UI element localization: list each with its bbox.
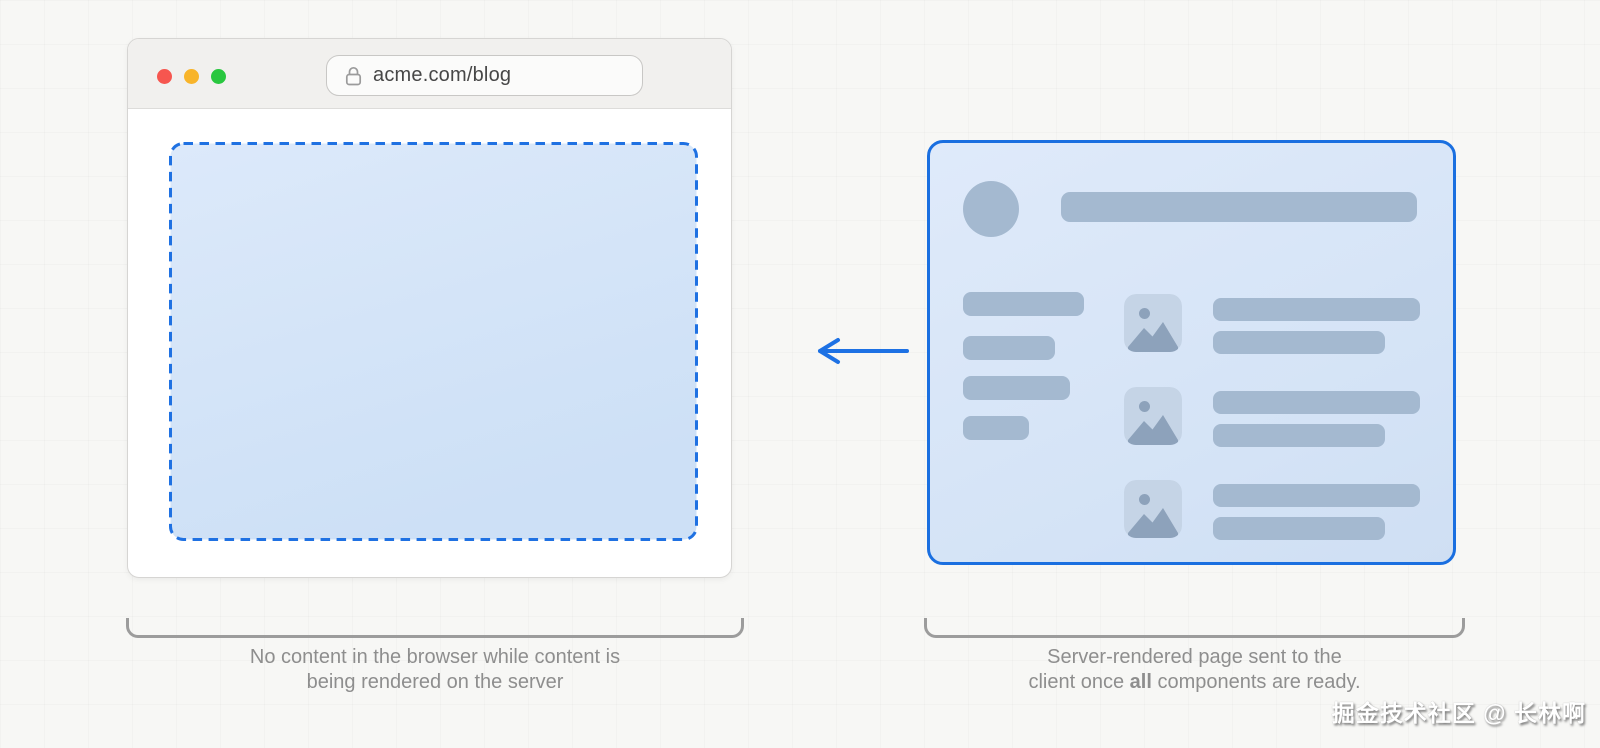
skeleton-text-bar [1213, 424, 1385, 447]
server-rendered-page-card [927, 140, 1456, 565]
skeleton-title-bar [1061, 192, 1417, 222]
watermark-text: 掘金技术社区 @ 长林啊 [1331, 700, 1586, 726]
address-bar[interactable]: acme.com/blog [326, 55, 643, 96]
caption-right-line1: Server-rendered page sent to the [1047, 646, 1342, 668]
url-text: acme.com/blog [373, 64, 512, 86]
article-row [1124, 480, 1420, 540]
minimize-window-button[interactable] [184, 69, 199, 84]
arrow-left-icon [818, 338, 909, 364]
close-window-button[interactable] [157, 69, 172, 84]
image-placeholder-icon [1124, 294, 1182, 352]
caption-right-line2: client once all components are ready. [1028, 671, 1361, 693]
skeleton-text-bar [963, 416, 1029, 440]
skeleton-text-bar [1213, 391, 1420, 414]
dashed-placeholder-region [169, 142, 698, 541]
caption-right: Server-rendered page sent to the client … [924, 645, 1465, 695]
skeleton-text-bar [963, 292, 1084, 316]
image-placeholder-icon [1124, 387, 1182, 445]
article-text-bars [1213, 480, 1420, 540]
skeleton-sidebar [963, 292, 1084, 456]
skeleton-text-bar [1213, 484, 1420, 507]
caption-left-line1: No content in the browser while content … [249, 646, 621, 668]
caption-left: No content in the browser while content … [126, 645, 744, 695]
skeleton-text-bar [1213, 298, 1420, 321]
caption-left-line2: being rendered on the server [306, 671, 564, 693]
skeleton-text-bar [1213, 517, 1385, 540]
browser-titlebar: acme.com/blog [128, 39, 731, 109]
zoom-window-button[interactable] [211, 69, 226, 84]
skeleton-text-bar [1213, 331, 1385, 354]
bracket-right [924, 618, 1465, 638]
browser-window: acme.com/blog [127, 38, 732, 578]
article-row [1124, 294, 1420, 354]
article-text-bars [1213, 387, 1420, 447]
image-placeholder-icon [1124, 480, 1182, 538]
avatar-circle [963, 181, 1019, 237]
bracket-left [126, 618, 744, 638]
skeleton-text-bar [963, 376, 1070, 400]
skeleton-text-bar [963, 336, 1055, 360]
lock-icon [345, 66, 362, 85]
article-row [1124, 387, 1420, 447]
article-rows [1124, 294, 1420, 540]
article-text-bars [1213, 294, 1420, 354]
